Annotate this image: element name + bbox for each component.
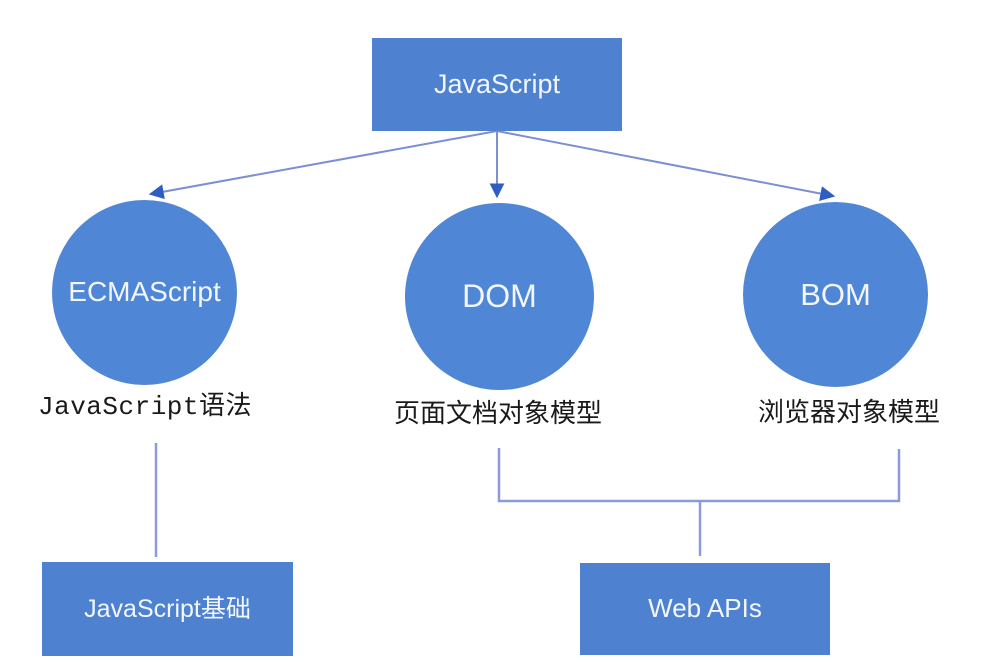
dom-description: 页面文档对象模型 (393, 398, 602, 428)
javascript-box-label: JavaScript (433, 68, 561, 99)
dom-bom-bracket (497, 448, 901, 503)
ecmascript-description: JavaScript语法 (37, 392, 253, 422)
bom-circle-label: BOM (800, 276, 871, 312)
web-apis-box: Web APIs (580, 563, 830, 655)
arrow-js-to-bom (496, 130, 836, 201)
ecmascript-circle-label: ECMAScript (68, 276, 221, 308)
javascript-basics-label: JavaScript基础 (84, 594, 251, 623)
web-apis-label: Web APIs (648, 593, 762, 624)
bom-circle: BOM (743, 202, 928, 387)
dom-circle: DOM (405, 203, 594, 390)
javascript-box: JavaScript (372, 38, 622, 131)
dom-circle-label: DOM (462, 278, 537, 315)
javascript-basics-box: JavaScript基础 (42, 562, 293, 656)
arrow-js-to-ecmascript (148, 130, 498, 200)
ecmascript-circle: ECMAScript (52, 200, 237, 385)
bom-description: 浏览器对象模型 (757, 397, 940, 427)
